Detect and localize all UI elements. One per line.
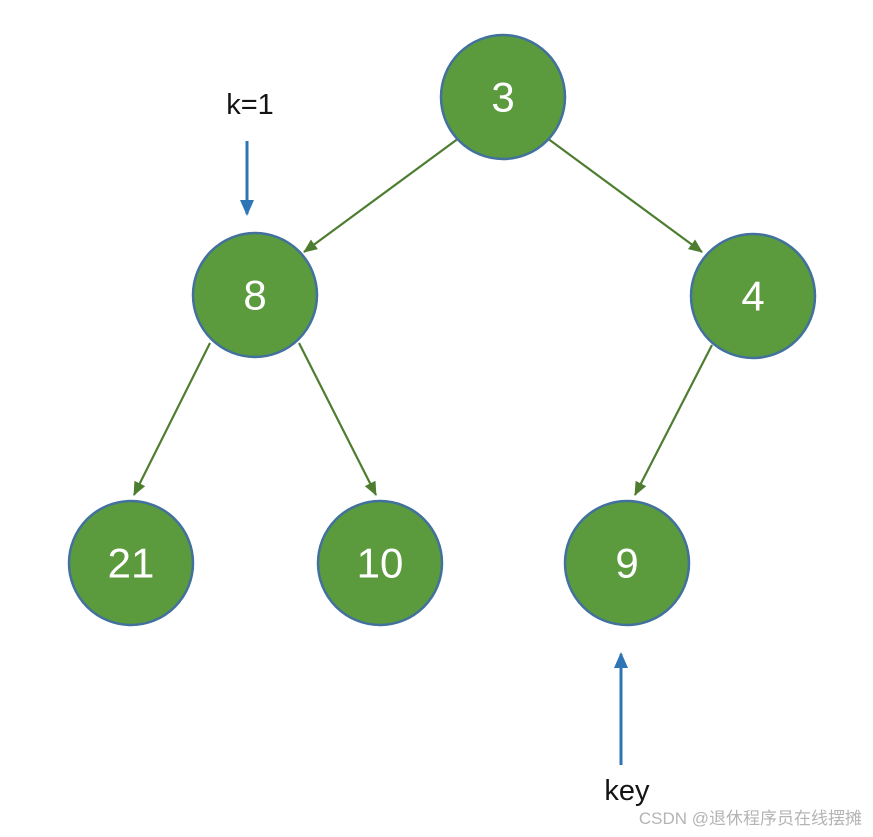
node-value-10: 10 <box>357 540 404 587</box>
annotation-key: key <box>604 652 650 807</box>
node-circle-10 <box>316 499 444 627</box>
edge-3-to-4 <box>546 137 703 253</box>
tree-node-3: 3 <box>439 33 567 161</box>
node-value-9: 9 <box>615 540 638 587</box>
node-circle-3 <box>439 33 567 161</box>
edge-4-to-9 <box>634 344 713 496</box>
tree-edges <box>133 137 713 496</box>
node-value-4: 4 <box>741 273 764 320</box>
watermark: CSDN @退休程序员在线摆摊 <box>639 809 862 828</box>
edge-8-to-10 <box>298 342 377 496</box>
annotation-k: k=1 <box>226 89 274 216</box>
edge-8-to-21 <box>133 342 211 496</box>
label-key: key <box>604 775 650 807</box>
node-circle-4 <box>689 232 817 360</box>
node-value-21: 21 <box>108 540 155 587</box>
tree-node-21: 21 <box>67 499 195 627</box>
tree-node-8: 8 <box>191 231 319 359</box>
node-circle-9 <box>563 499 691 627</box>
tree-node-9: 9 <box>563 499 691 627</box>
node-circle-21 <box>67 499 195 627</box>
node-value-8: 8 <box>243 272 266 319</box>
node-circle-8 <box>191 231 319 359</box>
edge-3-to-8 <box>303 137 460 253</box>
label-k-equals-1: k=1 <box>226 89 274 121</box>
tree-node-4: 4 <box>689 232 817 360</box>
node-value-3: 3 <box>491 74 514 121</box>
tree-node-10: 10 <box>316 499 444 627</box>
